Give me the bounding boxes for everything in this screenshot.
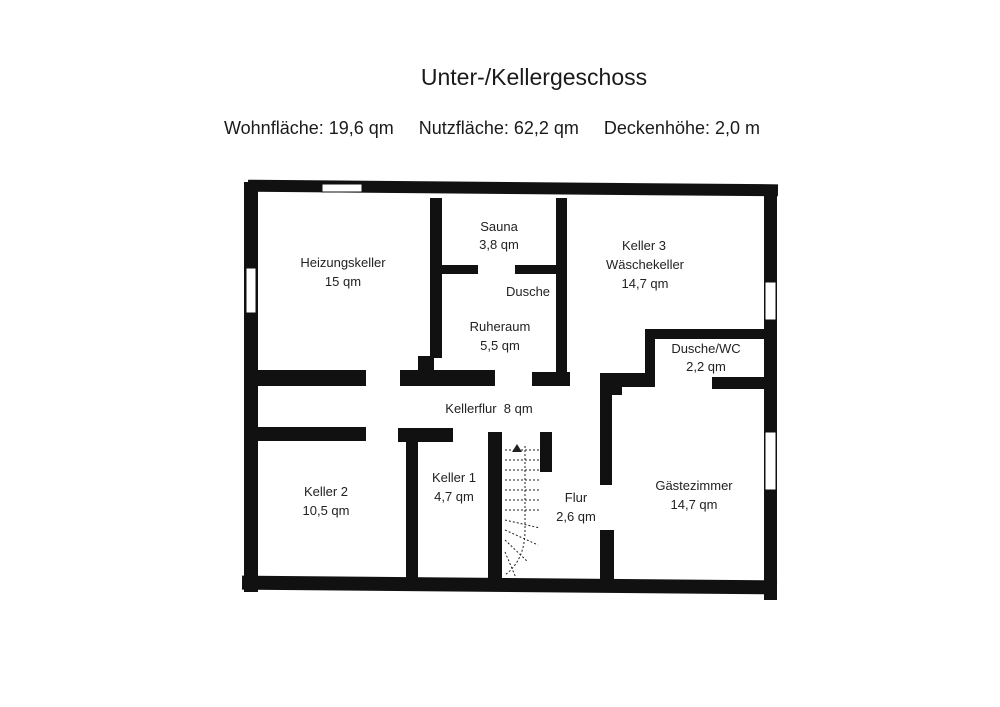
room-sauna-area: 3,8 qm: [479, 237, 519, 252]
wall-gast-left-lower: [600, 530, 614, 582]
wall-sauna-left: [442, 265, 478, 274]
room-kellerflur-name: Kellerflur 8 qm: [445, 401, 532, 416]
window-top: [321, 183, 363, 193]
wall-ruhe-bottom: [400, 370, 495, 386]
room-keller3-area: 14,7 qm: [622, 276, 669, 291]
room-gaestezimmer-name: Gästezimmer: [655, 478, 733, 493]
wall-sauna-right: [515, 265, 558, 274]
wall-sauna-keller3: [556, 198, 567, 373]
windows: [245, 183, 777, 491]
window-right-upper: [764, 281, 777, 321]
wall-heizung-bottom: [256, 370, 366, 386]
room-ruheraum-name: Ruheraum: [470, 319, 531, 334]
nutzflaeche-stat: Nutzfläche: 62,2 qm: [418, 118, 579, 138]
stairs: [504, 446, 541, 579]
room-dusche-name: Dusche: [506, 284, 550, 299]
wall-keller1-right: [488, 432, 502, 582]
wall-dusche-wc-top: [645, 329, 765, 339]
room-gaestezimmer-area: 14,7 qm: [671, 497, 718, 512]
window-left: [245, 267, 257, 314]
outer-wall-left: [244, 182, 258, 592]
area-stats: Wohnfläche: 19,6 qm Nutzfläche: 62,2 qm …: [224, 118, 780, 139]
room-keller2-area: 10,5 qm: [303, 503, 350, 518]
room-dusche-wc-name: Dusche/WC: [671, 341, 740, 356]
wall-keller2-top: [256, 427, 366, 441]
room-flur-name: Flur: [565, 490, 588, 505]
plan-title: Unter-/Kellergeschoss: [420, 64, 648, 90]
room-keller2-name: Keller 2: [304, 484, 348, 499]
room-keller3-sub: Wäschekeller: [606, 257, 685, 272]
room-flur-area: 2,6 qm: [556, 509, 596, 524]
room-keller3-name: Keller 3: [622, 238, 666, 253]
outer-wall-right: [764, 188, 777, 600]
room-ruheraum-area: 5,5 qm: [480, 338, 520, 353]
wall-keller3-bottom-right: [712, 377, 767, 389]
room-heizungskeller-name: Heizungskeller: [300, 255, 386, 270]
room-heizungskeller-area: 15 qm: [325, 274, 361, 289]
wall-dusche-wc-left: [645, 329, 655, 379]
room-keller1-area: 4,7 qm: [434, 489, 474, 504]
wall-pillar-1: [418, 356, 434, 374]
wall-gast-left: [600, 385, 612, 485]
room-dusche-wc-area: 2,2 qm: [686, 359, 726, 374]
outer-wall-bottom: [241, 575, 778, 595]
deckenhoehe-stat: Deckenhöhe: 2,0 m: [603, 118, 760, 138]
wall-keller3-bottom-left: [600, 373, 655, 387]
wall-heizung-sauna: [430, 198, 442, 358]
wall-keller1-left: [406, 428, 418, 583]
stair-arrow-icon: [512, 444, 522, 452]
wohnflaeche-stat: Wohnfläche: 19,6 qm: [224, 118, 394, 138]
room-labels: Heizungskeller 15 qm Sauna 3,8 qm Dusche…: [300, 219, 740, 524]
wall-flur-left: [540, 432, 552, 472]
room-sauna-name: Sauna: [480, 219, 518, 234]
wall-ruhe-right-bottom: [532, 372, 570, 386]
room-keller1-name: Keller 1: [432, 470, 476, 485]
window-right-lower: [764, 431, 777, 491]
outer-wall-top: [247, 179, 779, 197]
